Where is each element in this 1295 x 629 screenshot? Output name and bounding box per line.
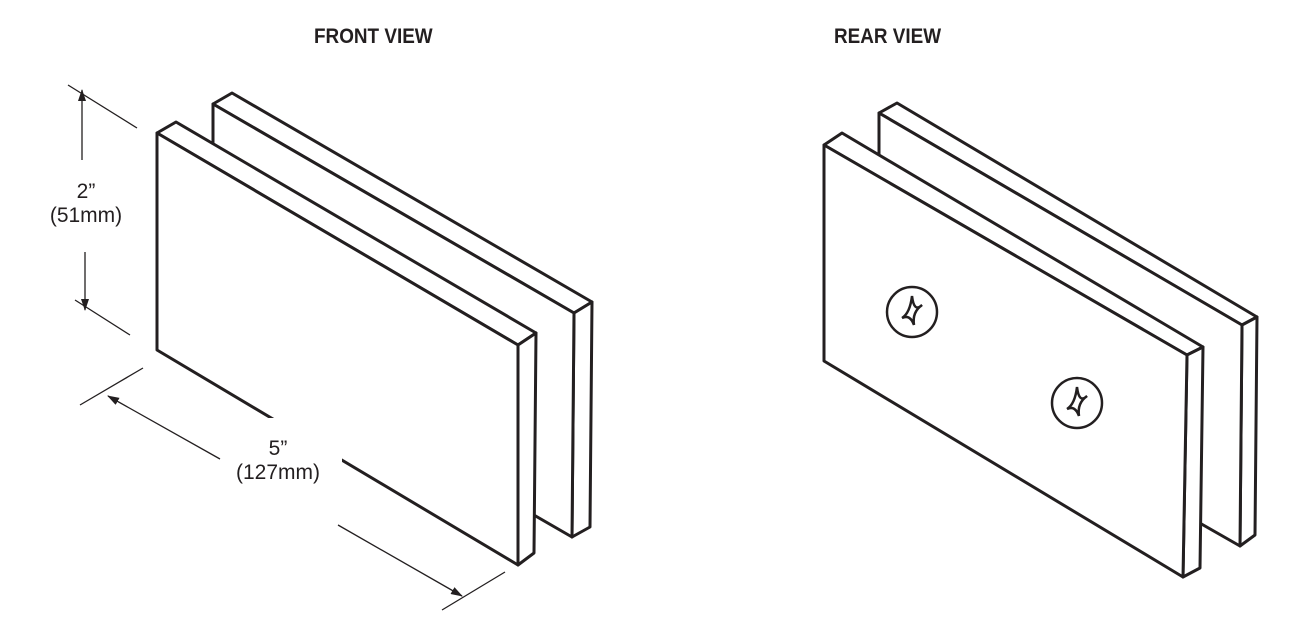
- width-imperial: 5”: [268, 437, 288, 460]
- arrow-right-icon: [337, 524, 463, 597]
- front-view-title: FRONT VIEW: [314, 25, 433, 48]
- width-dimension-label: 5” (127mm): [218, 437, 338, 485]
- width-metric: (127mm): [235, 461, 320, 484]
- height-dimension-label: 2” (51mm): [34, 180, 138, 228]
- height-dimension: [67, 84, 138, 336]
- screw-icon: [1050, 376, 1104, 430]
- rear-view-title: REAR VIEW: [834, 25, 942, 48]
- screw-icon: [885, 285, 939, 339]
- height-imperial: 2”: [76, 180, 96, 203]
- height-metric: (51mm): [49, 204, 123, 227]
- width-dimension: [79, 367, 506, 611]
- front-plate: [822, 131, 1205, 579]
- front-view-clamp: [155, 91, 594, 567]
- label-gap: [262, 418, 342, 468]
- rear-view-clamp: [822, 101, 1259, 579]
- front-plate: [155, 120, 538, 567]
- arrow-left-icon: [107, 395, 221, 460]
